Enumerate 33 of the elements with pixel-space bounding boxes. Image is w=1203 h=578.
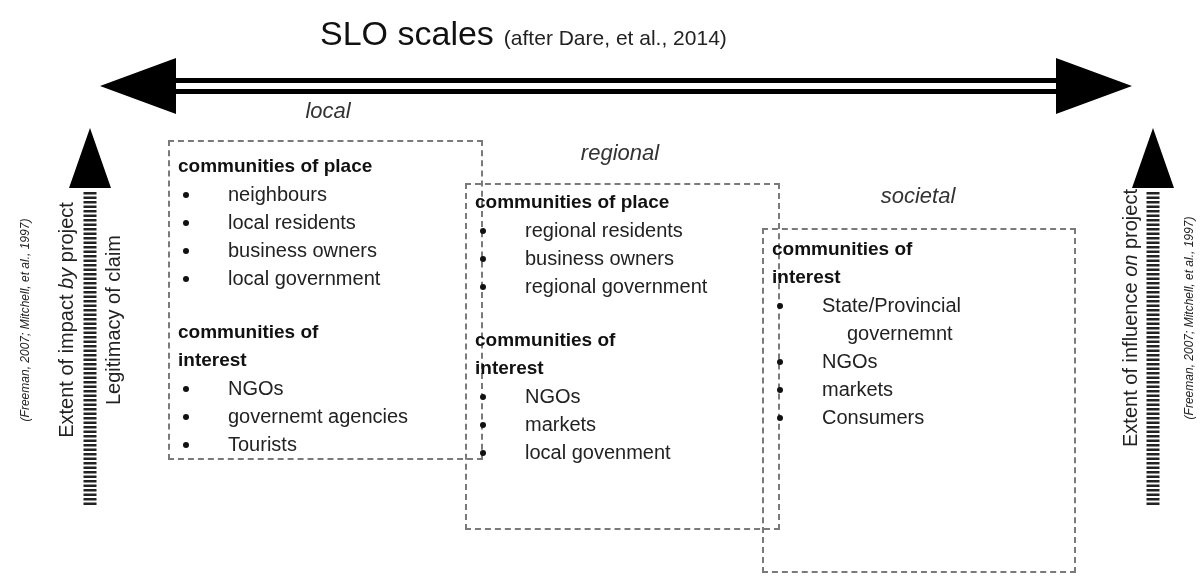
list-item: State/Provincial governemnt: [822, 293, 962, 346]
list-item: business owners: [228, 238, 377, 263]
list-item: local government: [228, 266, 381, 291]
list-item: local govenment: [525, 440, 671, 465]
citation: (Freeman, 2007; Mitchell, et al., 1997): [1182, 216, 1196, 420]
dashed-group-box: [762, 228, 1076, 573]
citation: (Freeman, 2007; Mitchell, et al., 1997): [18, 218, 32, 422]
group-heading: communities of interest: [178, 320, 320, 372]
list-item: neighbours: [228, 182, 327, 207]
list-item: NGOs: [228, 376, 284, 401]
group-heading: communities of interest: [772, 237, 914, 289]
list-item: NGOs: [525, 384, 581, 409]
list-item: Tourists: [228, 432, 297, 457]
axis-label: Legitimacy of claim: [101, 234, 125, 406]
list-item: markets: [525, 412, 597, 437]
group-heading: communities of place: [178, 154, 374, 178]
list-item: local residents: [228, 210, 356, 235]
axis-label: Extent of influence on project: [1118, 189, 1142, 447]
list-item: Consumers: [822, 405, 925, 430]
list-item: regional residents: [525, 218, 683, 243]
list-item: markets: [822, 377, 894, 402]
group-heading: communities of interest: [475, 328, 617, 380]
scale-heading: regional: [580, 140, 660, 166]
list-item: business owners: [525, 246, 674, 271]
axis-label: Extent of impact by project: [54, 202, 78, 438]
scale-heading: local: [305, 98, 351, 124]
citation: (after Dare, et al., 2014): [503, 26, 727, 49]
list-item: NGOs: [822, 349, 878, 374]
list-item: governemt agencies: [228, 404, 409, 429]
title: SLO scales: [320, 14, 494, 52]
group-heading: communities of place: [475, 190, 671, 214]
scale-heading: societal: [880, 183, 956, 209]
list-item: regional government: [525, 274, 708, 299]
